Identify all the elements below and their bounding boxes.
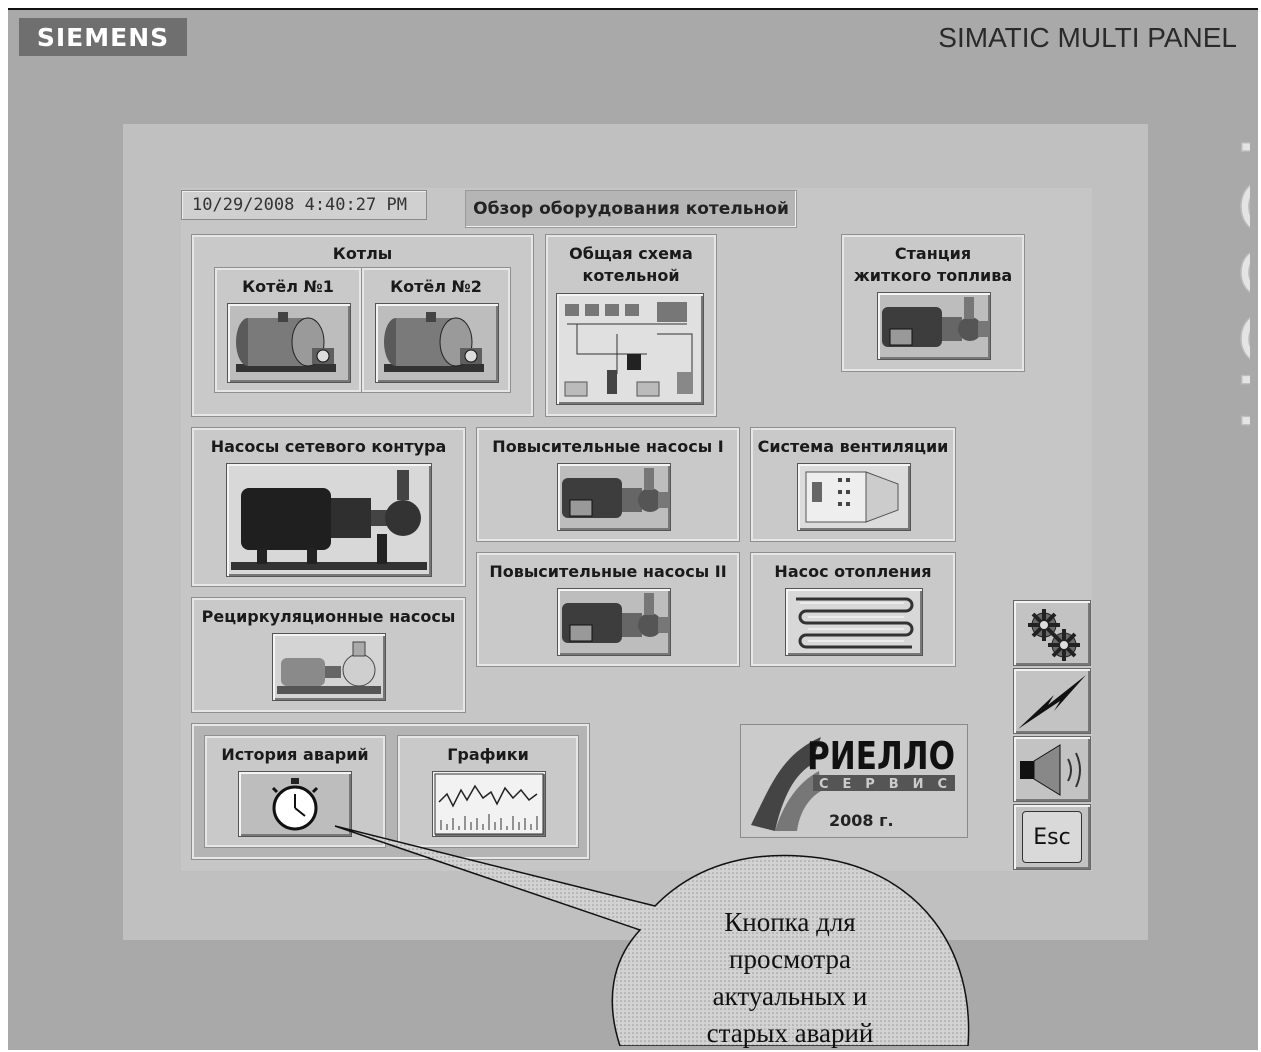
settings-button[interactable] — [1013, 600, 1091, 666]
touch-label: TOUCH — [1218, 120, 1250, 433]
fuel-station-button[interactable] — [877, 292, 991, 360]
charts-button[interactable] — [432, 771, 546, 837]
datetime-display: 10/29/2008 4:40:27 PM — [181, 190, 427, 220]
panel-model: SIMATIC MULTI PANEL — [938, 22, 1237, 53]
speaker-icon — [1020, 744, 1081, 796]
ventilation-button[interactable] — [797, 463, 911, 531]
callout-line: актуальных и — [712, 981, 868, 1011]
boiler2-button[interactable] — [375, 303, 499, 383]
boiler-icon — [384, 312, 484, 372]
pump-icon — [562, 593, 668, 643]
network-pumps-label: Насосы сетевого контура — [210, 437, 447, 456]
logo-year: 2008 г. — [829, 811, 894, 830]
lightning-icon — [1018, 675, 1086, 729]
connection-button[interactable] — [1013, 668, 1091, 734]
callout-line: старых аварий — [706, 1018, 874, 1048]
alarm-history-button[interactable] — [238, 771, 352, 837]
pump-unit-icon — [231, 470, 427, 570]
riello-swoosh-icon: РИЕЛЛО СЕРВИС — [751, 734, 955, 831]
boiler2-label: Котёл №2 — [390, 277, 482, 296]
alarm-history-label: История аварий — [221, 745, 369, 764]
recirculation-pumps-label: Рециркуляционные насосы — [201, 607, 456, 626]
general-scheme-label-line2: котельной — [582, 266, 680, 285]
callout-line: просмотра — [729, 944, 851, 974]
esc-button[interactable]: Esc — [1013, 804, 1091, 870]
gears-icon — [1028, 609, 1080, 661]
general-scheme-button[interactable] — [556, 293, 704, 405]
boiler-icon — [236, 312, 336, 372]
ventilation-unit-icon — [805, 471, 899, 523]
booster-pumps-1-label: Повысительные насосы I — [492, 437, 724, 456]
centrifugal-pump-icon — [277, 641, 381, 694]
boiler1-label: Котёл №1 — [242, 277, 334, 296]
booster-pumps-1-button[interactable] — [557, 463, 671, 531]
heating-pump-button[interactable] — [785, 588, 923, 656]
pump-icon — [882, 297, 988, 347]
stopwatch-icon — [271, 778, 319, 831]
sound-button[interactable] — [1013, 736, 1091, 802]
network-pumps-button[interactable] — [226, 463, 432, 577]
esc-key: Esc — [1022, 811, 1082, 863]
riello-logo: РИЕЛЛО СЕРВИС 2008 г. — [740, 724, 968, 838]
heat-exchanger-icon — [796, 597, 914, 649]
ventilation-label: Система вентиляции — [757, 437, 949, 456]
boiler1-button[interactable] — [227, 303, 351, 383]
heating-pump-label: Насос отопления — [774, 562, 932, 581]
esc-label: Esc — [1033, 824, 1071, 850]
fuel-station-label-line2: житкого топлива — [853, 266, 1013, 285]
booster-pumps-2-label: Повысительные насосы II — [489, 562, 727, 581]
pump-icon — [562, 468, 668, 518]
booster-pumps-2-button[interactable] — [557, 588, 671, 656]
boilers-title: Котлы — [332, 244, 393, 263]
svg-text:TOUCH: TOUCH — [1219, 120, 1250, 432]
fuel-station-label-line1: Станция — [894, 244, 972, 263]
callout-text: Кнопка для просмотра актуальных и старых… — [680, 904, 900, 1052]
trend-chart-icon — [434, 773, 544, 835]
riello-name: РИЕЛЛО — [807, 734, 955, 778]
general-scheme-label-line1: Общая схема — [569, 244, 693, 263]
recirculation-pumps-button[interactable] — [272, 633, 386, 701]
brand-logo: SIEMENS — [19, 18, 187, 56]
charts-label: Графики — [447, 745, 529, 764]
screen-title: Обзор оборудования котельной — [465, 190, 797, 228]
callout-line: Кнопка для — [724, 907, 856, 937]
scheme-thumbnail-icon — [564, 302, 693, 397]
